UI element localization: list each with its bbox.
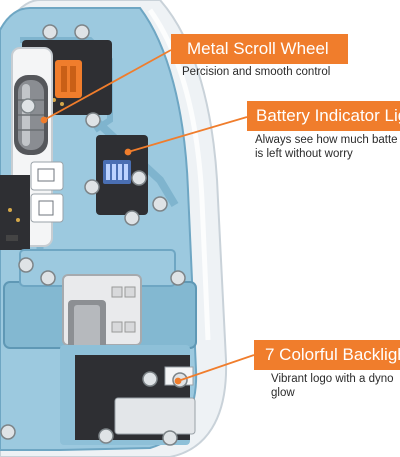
side-switches (30, 161, 64, 223)
feature-description-battery-indicator: Always see how much batte is left withou… (255, 133, 400, 161)
feature-description-line: Vibrant logo with a dyno (271, 373, 394, 385)
feature-title-scroll-wheel: Metal Scroll Wheel (187, 39, 329, 58)
callout-bg-battery-indicator (247, 101, 400, 131)
callout-bg-scroll-wheel (171, 34, 348, 64)
scroll-wheel-icon (14, 75, 48, 155)
feature-description-line: Always see how much batte (255, 134, 398, 146)
callout-leaders (40, 49, 255, 385)
feature-description-scroll-wheel: Percision and smooth control (182, 66, 331, 78)
shell-highlight (147, 8, 211, 341)
feature-description-line: is left without worry (255, 148, 353, 160)
callout-bg-backlight (254, 340, 400, 370)
feature-description-line: glow (271, 387, 295, 399)
screw-icon (0, 24, 188, 446)
orange-connector (55, 60, 82, 98)
battery-led-icon (103, 160, 131, 184)
usb-receiver-icon (62, 274, 142, 355)
feature-title-battery-indicator: Battery Indicator Lig (256, 106, 400, 125)
feature-description-backlight: Vibrant logo with a dyno glow (271, 372, 400, 400)
feature-title-backlight: 7 Colorful Backligh (265, 345, 400, 364)
